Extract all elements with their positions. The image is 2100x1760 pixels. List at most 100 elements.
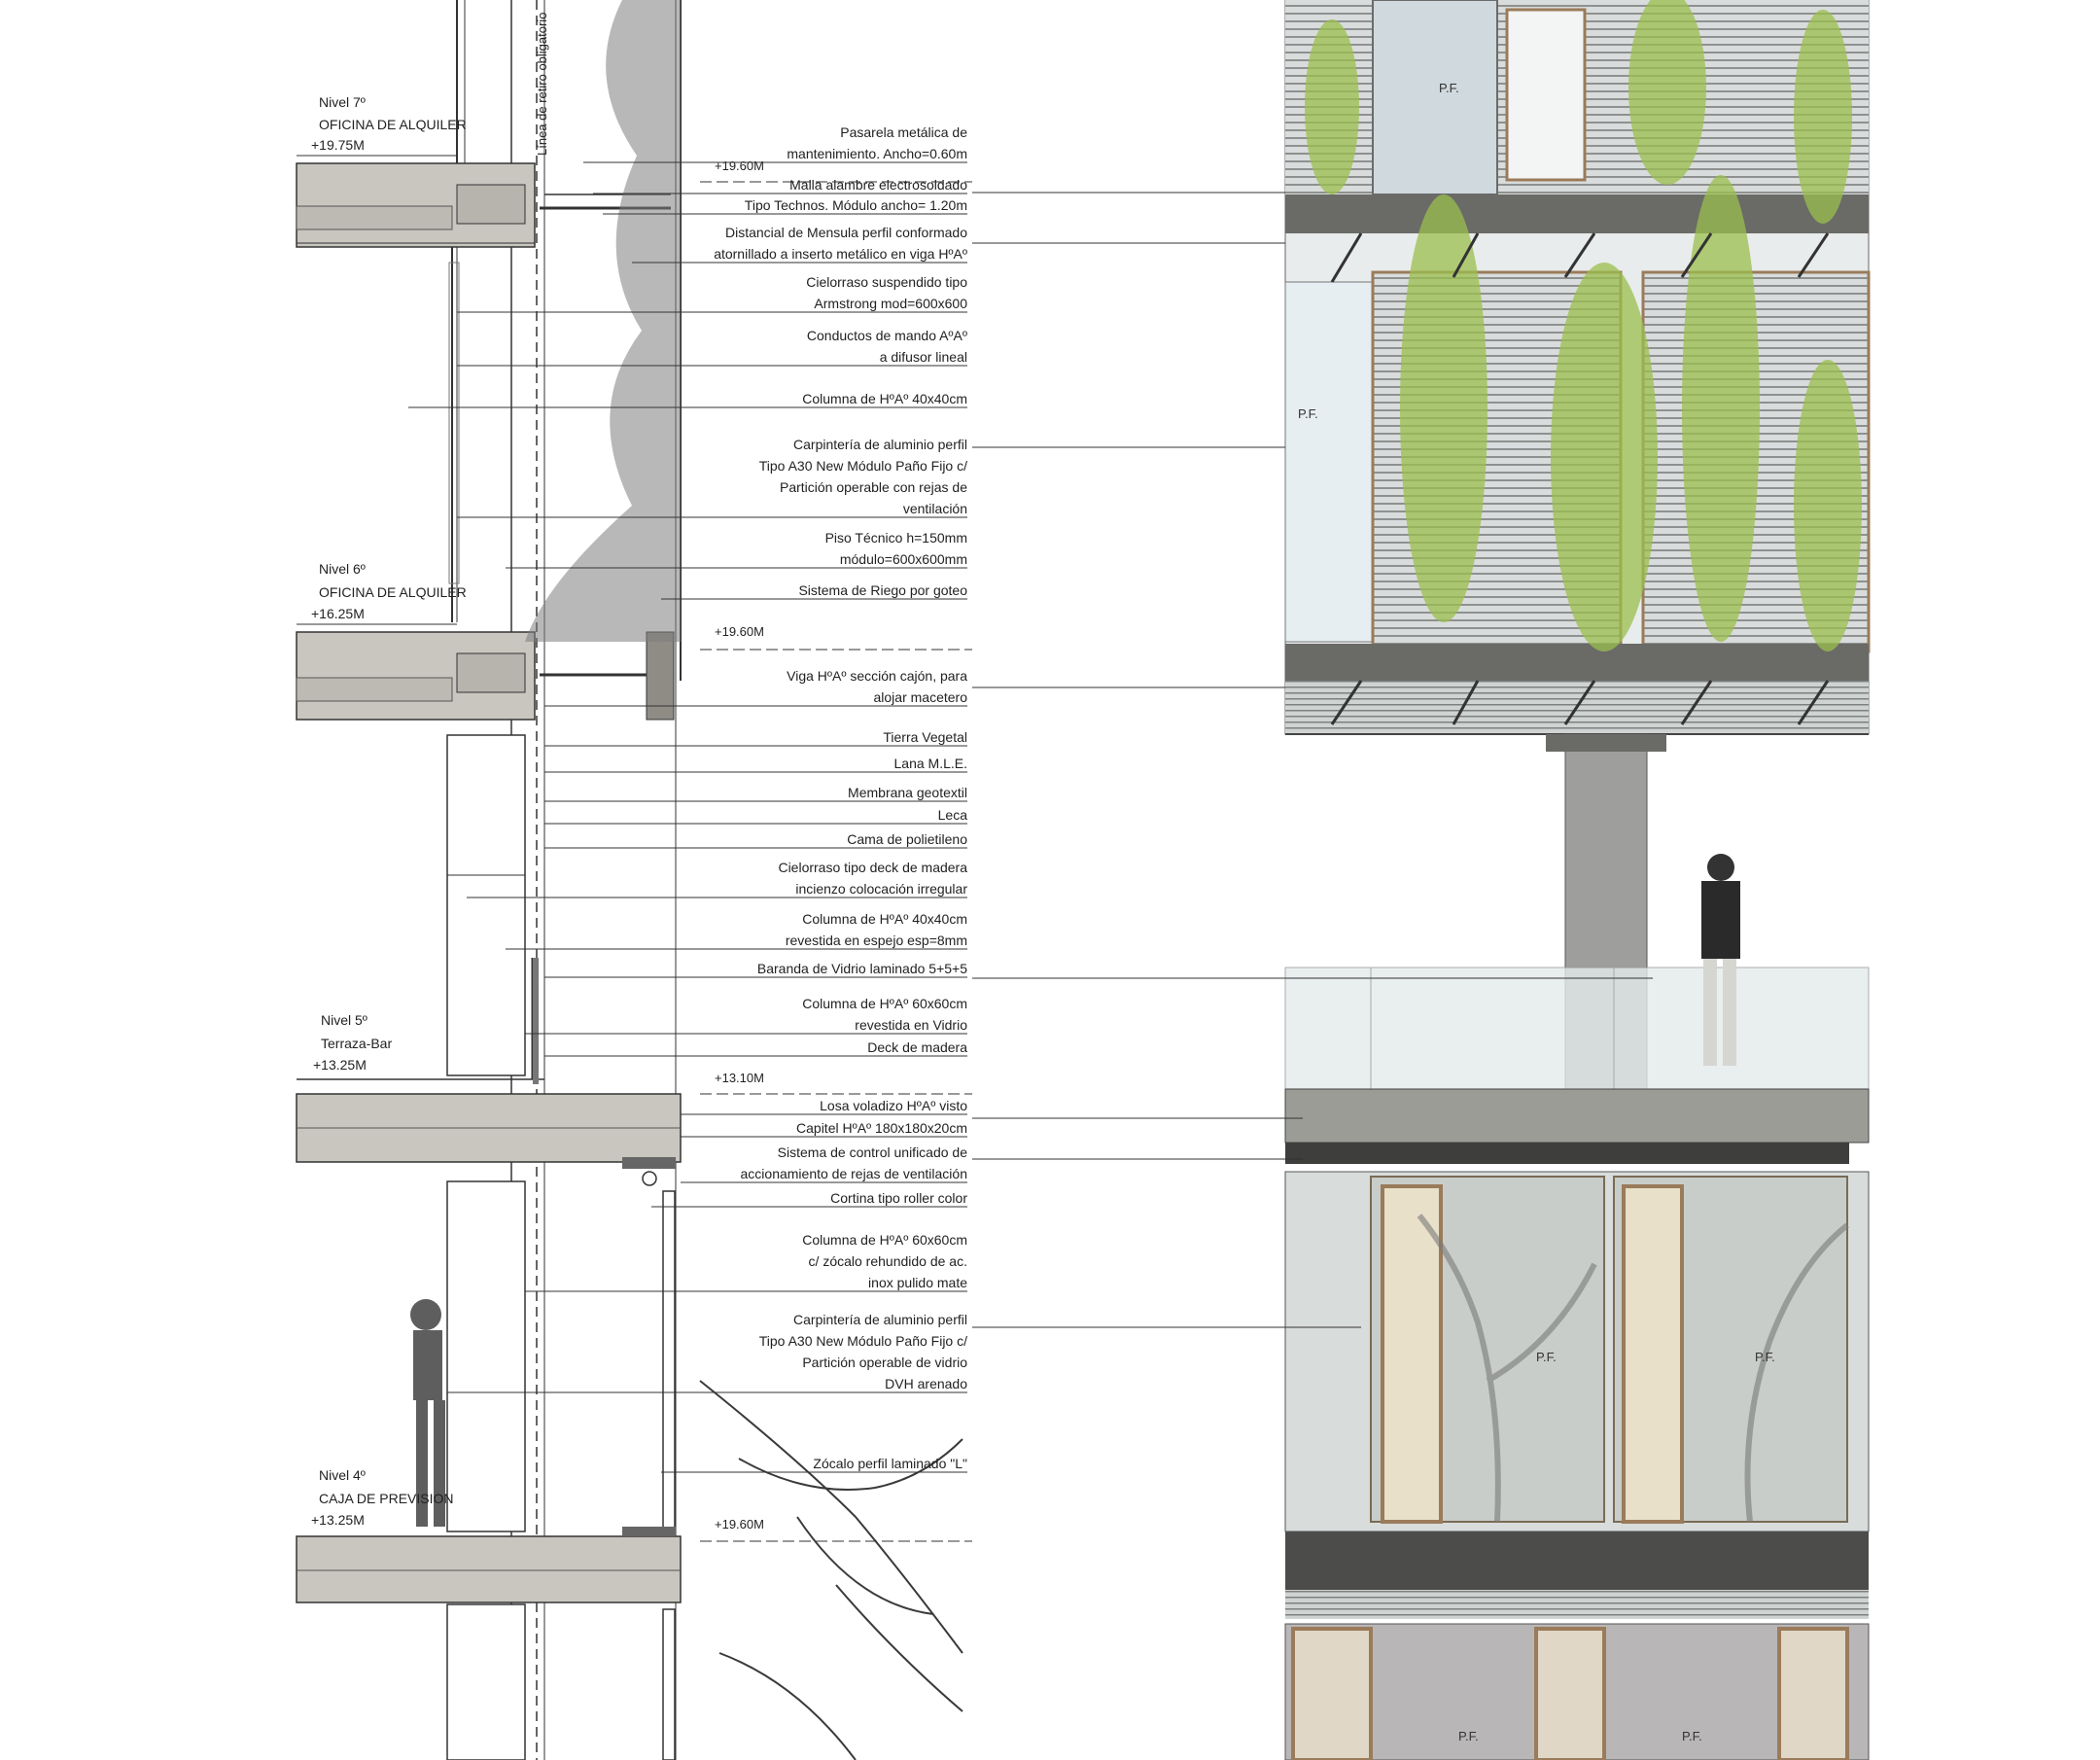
slab-level-6 [296, 623, 675, 721]
annotation-text: Armstrong mod=600x600 [814, 296, 967, 311]
annotation-text: c/ zócalo rehundido de ac. [809, 1253, 967, 1269]
pf-label: P.F. [1682, 1729, 1702, 1743]
vertical-garden-silhouette [525, 0, 681, 642]
pf-label: P.F. [1755, 1350, 1775, 1364]
annotation-item: Columna de HºAº 40x40cm [408, 391, 967, 408]
annotation-text: ventilación [903, 501, 967, 516]
level-label-5: Nivel 5º Terraza-Bar +13.25M [313, 1012, 392, 1073]
annotation-text: Carpintería de aluminio perfil [793, 437, 967, 452]
annotation-text: Piso Técnico h=150mm [825, 530, 967, 546]
annotation-text: Deck de madera [867, 1039, 967, 1055]
annotation-text: accionamiento de rejas de ventilación [741, 1166, 967, 1181]
annotation-item: Tierra Vegetal [544, 729, 967, 747]
person-figure-elevation [1701, 854, 1740, 1066]
climbing-plants [1305, 0, 1862, 651]
pf-label: P.F. [1298, 406, 1318, 421]
annotation-item: Membrana geotextil [544, 785, 967, 802]
svg-text:+13.25M: +13.25M [311, 1512, 365, 1528]
annotation-text: Pasarela metálica de [840, 124, 967, 140]
slab-level-5 [296, 1078, 682, 1169]
annotation-text: Capitel HºAº 180x180x20cm [796, 1120, 967, 1136]
svg-text:+13.25M: +13.25M [313, 1057, 367, 1073]
annotation-text: inox pulido mate [868, 1275, 967, 1290]
annotation-text: Viga HºAº sección cajón, para [787, 668, 967, 684]
svg-text:+19.60M: +19.60M [715, 1517, 764, 1531]
elevation-mark: +13.10M [700, 1071, 972, 1095]
annotation-text: Conductos de mando AºAº [807, 328, 967, 343]
annotation-item: Sistema de control unificado de accionami… [681, 1144, 968, 1183]
annotation-text: Zócalo perfil laminado "L" [813, 1456, 967, 1471]
annotation-item: Lana M.L.E. [544, 756, 967, 773]
annotation-item: Cortina tipo roller color [651, 1190, 967, 1208]
elevation-mark: +19.60M [700, 624, 972, 651]
annotation-text: Baranda de Vidrio laminado 5+5+5 [757, 961, 967, 976]
annotation-item: Leca [544, 807, 967, 825]
annotation-text: Cielorraso suspendido tipo [806, 274, 967, 290]
svg-text:Nivel 5º: Nivel 5º [321, 1012, 368, 1028]
tree-silhouette [699, 1380, 963, 1760]
annotation-item: Conductos de mando AºAº a difusor lineal [457, 328, 967, 367]
annotation-text: mantenimiento. Ancho=0.60m [787, 146, 967, 161]
level-label-6: Nivel 6º OFICINA DE ALQUILER +16.25M [311, 561, 467, 621]
person-figure [410, 1299, 445, 1527]
annotation-text: revestida en Vidrio [855, 1017, 967, 1033]
annotation-item: Pasarela metálica de mantenimiento. Ancho… [583, 124, 967, 163]
annotation-text: Carpintería de aluminio perfil [793, 1312, 967, 1327]
pf-label: P.F. [1536, 1350, 1557, 1364]
annotation-text: Membrana geotextil [848, 785, 967, 800]
slab-level-4 [296, 1527, 682, 1603]
annotation-text: a difusor lineal [880, 349, 967, 365]
annotation-item: Cielorraso tipo deck de madera incienzo c… [467, 860, 967, 898]
annotation-item: Distancial de Mensula perfil conformadoa… [632, 225, 967, 264]
svg-text:+19.60M: +19.60M [715, 624, 764, 639]
annotation-text: Tipo A30 New Módulo Paño Fijo c/ [759, 1333, 967, 1349]
annotation-text: Tipo A30 New Módulo Paño Fijo c/ [759, 458, 967, 474]
svg-text:+19.75M: +19.75M [311, 137, 365, 153]
annotation-item: Deck de madera [544, 1039, 967, 1057]
annotation-item: Viga HºAº sección cajón, para alojar mace… [544, 668, 968, 707]
annotation-text: Cama de polietileno [847, 831, 967, 847]
svg-text:CAJA DE PREVISION: CAJA DE PREVISION [319, 1491, 453, 1506]
svg-text:Terraza-Bar: Terraza-Bar [321, 1036, 392, 1051]
annotation-text: atornillado a inserto metálico en viga H… [714, 246, 967, 262]
annotation-text: alojar macetero [874, 689, 968, 705]
annotation-text: Partición operable con rejas de [780, 479, 967, 495]
svg-text:OFICINA DE ALQUILER: OFICINA DE ALQUILER [319, 117, 467, 132]
level-label-4: Nivel 4º CAJA DE PREVISION +13.25M [311, 1467, 453, 1528]
tree-reflection [1417, 1214, 1849, 1523]
svg-text:Nivel 6º: Nivel 6º [319, 561, 366, 577]
annotation-text: incienzo colocación irregular [795, 881, 967, 897]
annotation-item: Baranda de Vidrio laminado 5+5+5 [544, 961, 967, 978]
elevation-mark: +19.60M [700, 1517, 972, 1542]
annotation-text: Partición operable de vidrio [802, 1355, 967, 1370]
pf-label: P.F. [1439, 81, 1459, 95]
annotation-item: Sistema de Riego por goteo [661, 582, 967, 600]
section-drawing: Línea de retiro obligatorio Nivel 7º OFI… [296, 0, 972, 1760]
annotation-text: Tipo Technos. Módulo ancho= 1.20m [745, 197, 967, 213]
retiro-line-label: Línea de retiro obligatorio [535, 13, 549, 156]
brackets [1330, 232, 1830, 725]
svg-text:+19.60M: +19.60M [715, 158, 764, 173]
annotation-item: Losa voladizo HºAº visto [681, 1098, 967, 1115]
svg-text:Nivel 4º: Nivel 4º [319, 1467, 366, 1483]
annotation-item: Columna de HºAº 60x60cm revestida en Vidr… [525, 996, 967, 1035]
annotation-list: Pasarela metálica de mantenimiento. Ancho… [408, 124, 968, 1473]
annotation-text: Tierra Vegetal [883, 729, 967, 745]
facade-elevation: P.F. P.F. P.F. P.F. P.F. P.F. [1284, 0, 1871, 1760]
annotation-item: Cama de polietileno [544, 831, 967, 849]
annotation-item: Capitel HºAº 180x180x20cm [681, 1120, 967, 1138]
annotation-text: Cielorraso tipo deck de madera [778, 860, 967, 875]
annotation-text: Columna de HºAº 60x60cm [802, 996, 967, 1011]
annotation-item: Malla alambre electrosoldado [593, 177, 967, 194]
annotation-text: DVH arenado [885, 1376, 967, 1391]
annotation-text: Sistema de control unificado de [778, 1144, 968, 1160]
annotation-text: Cortina tipo roller color [830, 1190, 967, 1206]
annotation-text: Sistema de Riego por goteo [798, 582, 967, 598]
annotation-text: Losa voladizo HºAº visto [820, 1098, 967, 1113]
annotation-item: Tipo Technos. Módulo ancho= 1.20m [603, 197, 967, 215]
svg-text:+13.10M: +13.10M [715, 1071, 764, 1085]
